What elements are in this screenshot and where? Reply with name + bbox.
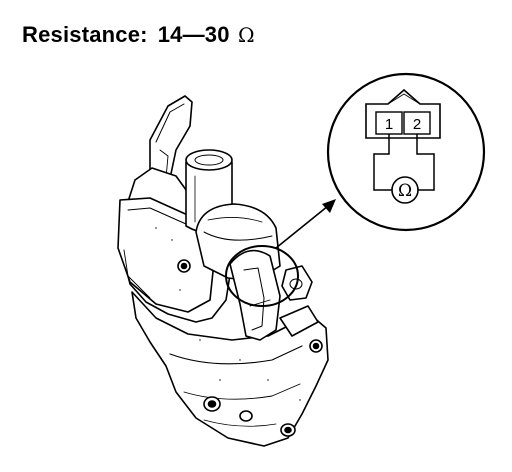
callout-leader-arrow <box>275 199 336 249</box>
valve-top-port <box>185 149 233 171</box>
ohmmeter-label: Ω <box>398 181 412 201</box>
terminal-2-label: 2 <box>413 116 421 133</box>
terminal-1-label: 1 <box>385 116 393 133</box>
resistance-value: 14—30 <box>157 22 230 47</box>
valve-hose-stub <box>279 305 319 337</box>
connector-callout-ring <box>225 245 299 307</box>
mount-hole-2 <box>239 410 253 422</box>
connector-detail-view: 1 2 Ω <box>326 72 486 232</box>
resistance-unit: Ω <box>237 23 255 47</box>
meter-lead-wires <box>373 134 435 191</box>
ohmmeter-symbol <box>391 176 419 204</box>
resistance-label: Resistance: <box>22 22 148 47</box>
shading-dots <box>155 227 301 401</box>
valve-lower-body <box>131 291 329 447</box>
solenoid-valve-illustration <box>117 95 329 447</box>
connector-housing <box>229 249 281 341</box>
resistance-spec: Resistance: 14—30 Ω <box>22 24 255 46</box>
